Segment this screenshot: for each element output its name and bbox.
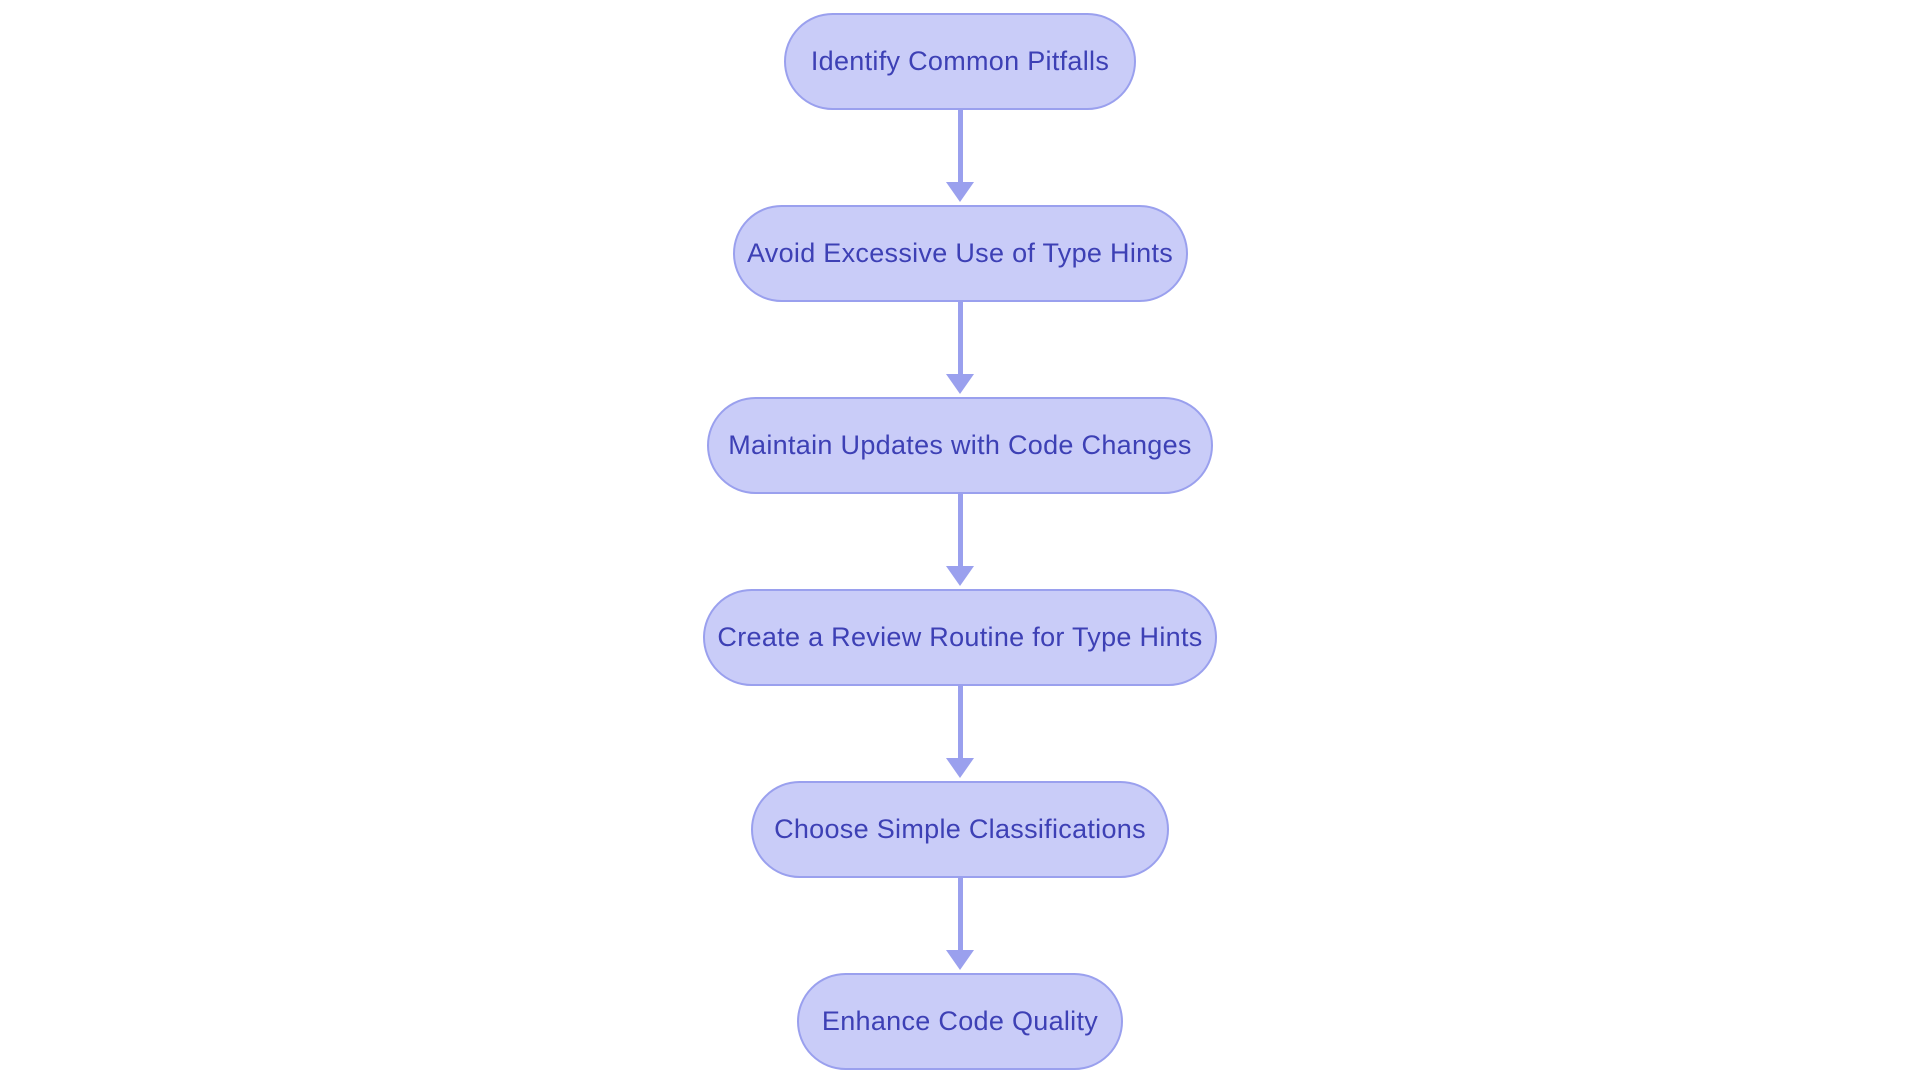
arrow-line [957, 302, 963, 374]
flow-arrow-5 [946, 878, 974, 973]
node-label: Maintain Updates with Code Changes [728, 430, 1192, 460]
flow-arrow-2 [946, 302, 974, 397]
flow-node-choose-simple-classifications: Choose Simple Classifications [751, 781, 1169, 878]
node-label: Avoid Excessive Use of Type Hints [746, 238, 1174, 268]
arrow-line [957, 110, 963, 182]
node-label: Create a Review Routine for Type Hints [717, 622, 1203, 652]
node-label: Enhance Code Quality [821, 1006, 1099, 1036]
flow-node-create-a-review-routine-for-type-hints: Create a Review Routine for Type Hints [703, 589, 1217, 686]
arrow-line [957, 878, 963, 950]
flow-node-identify-common-pitfalls: Identify Common Pitfalls [784, 13, 1136, 110]
node-label: Choose Simple Classifications [774, 814, 1146, 844]
arrow-down-icon [946, 374, 974, 394]
flow-node-avoid-excessive-use-of-type-hints: Avoid Excessive Use of Type Hints [732, 205, 1188, 302]
arrow-down-icon [946, 566, 974, 586]
arrow-down-icon [946, 182, 974, 202]
arrow-down-icon [946, 758, 974, 778]
arrow-down-icon [946, 950, 974, 970]
flow-arrow-3 [946, 494, 974, 589]
arrow-line [957, 494, 963, 566]
flow-arrow-1 [946, 110, 974, 205]
node-label: Identify Common Pitfalls [810, 46, 1110, 76]
arrow-line [957, 686, 963, 758]
flow-node-maintain-updates-with-code-changes: Maintain Updates with Code Changes [707, 397, 1213, 494]
flow-node-enhance-code-quality: Enhance Code Quality [797, 973, 1123, 1070]
flow-arrow-4 [946, 686, 974, 781]
